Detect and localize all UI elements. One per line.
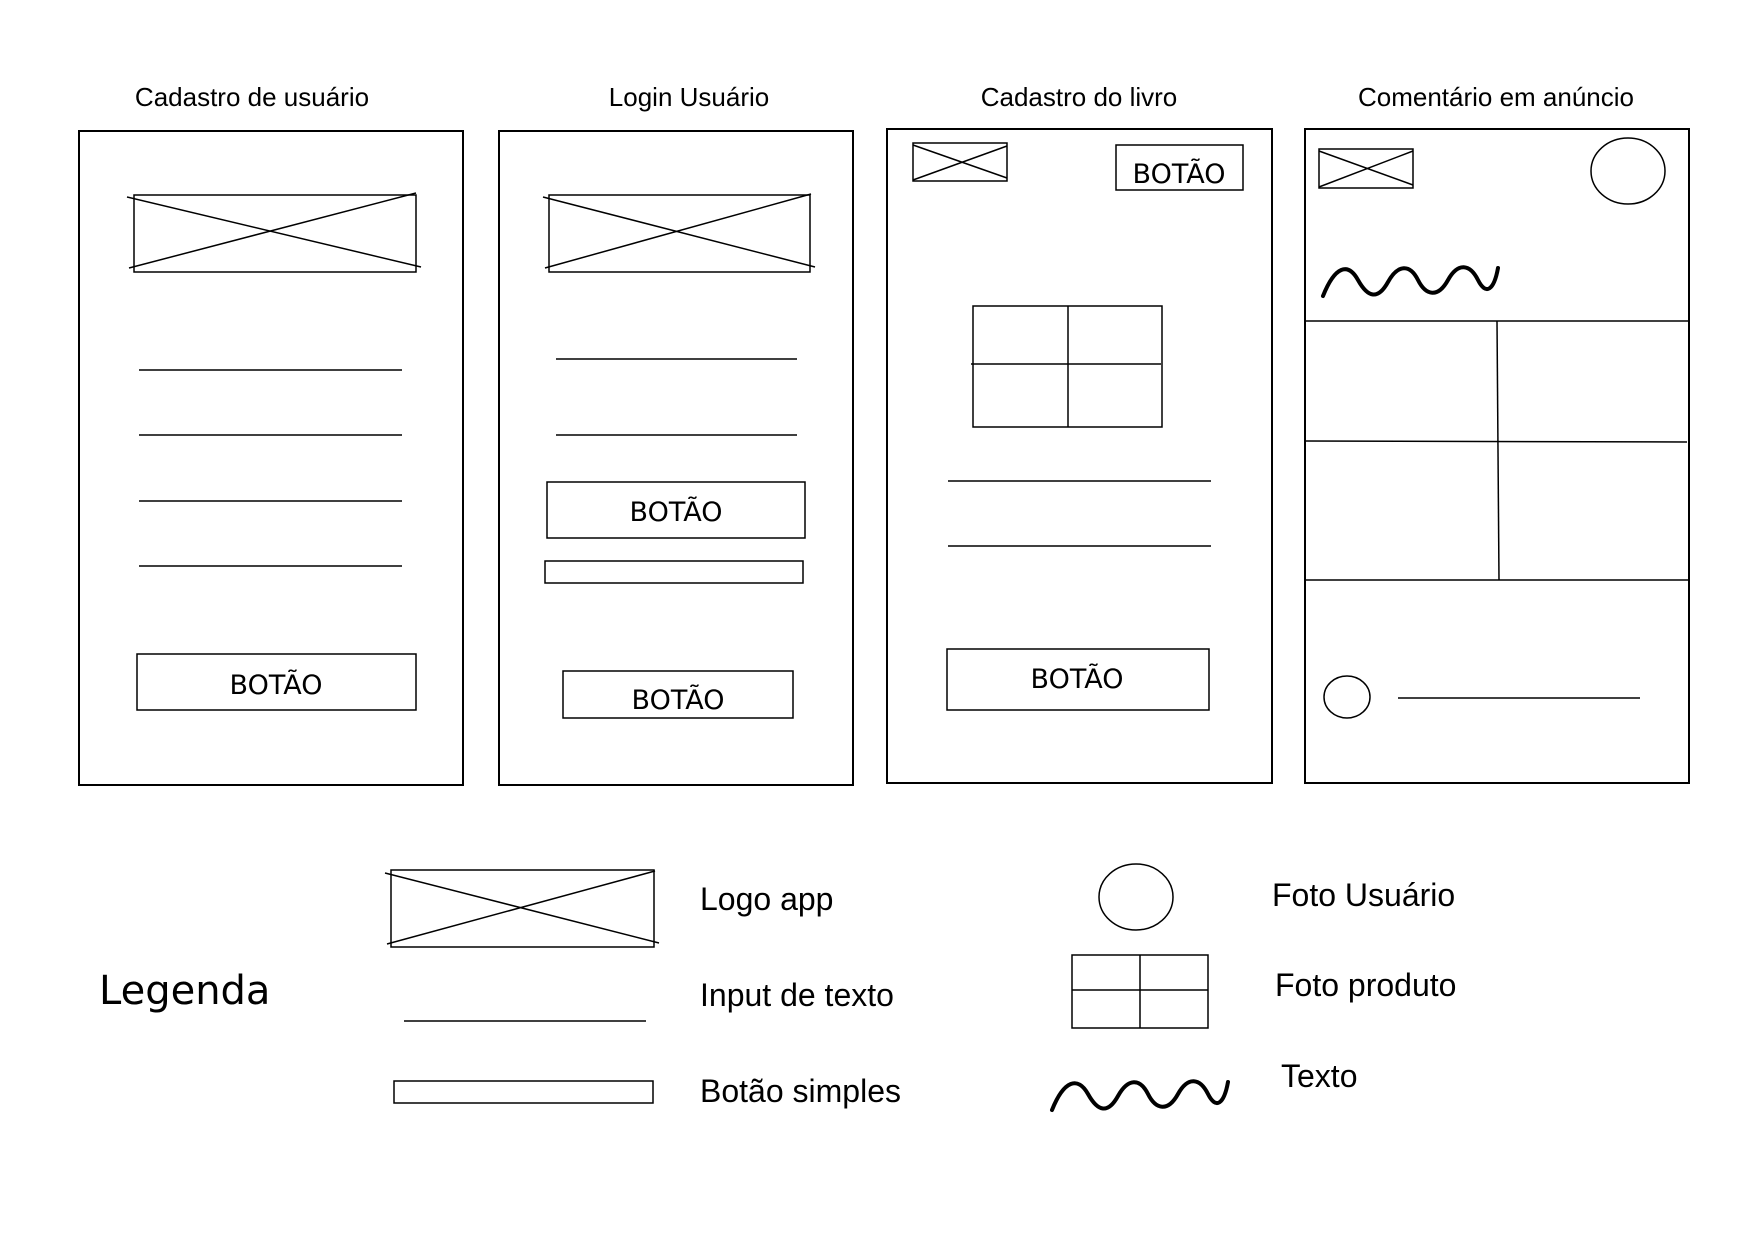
legend-label-logo: Logo app	[700, 881, 833, 917]
product-photo-grid-icon	[1071, 954, 1209, 1029]
legend-label-input: Input de texto	[700, 977, 894, 1013]
product-photo-grid-icon	[971, 305, 1163, 428]
product-photo-grid	[1304, 320, 1689, 581]
submit-button[interactable]: BOTÃO	[136, 653, 417, 711]
legend: Legenda Logo app Input de texto Botão si…	[99, 863, 1456, 1112]
user-photo-circle-icon	[1323, 675, 1371, 719]
button-label: BOTÃO	[632, 684, 725, 716]
logo-placeholder-icon	[126, 192, 422, 273]
top-button[interactable]: BOTÃO	[1115, 144, 1244, 191]
legend-label-text: Texto	[1281, 1058, 1357, 1094]
screen-title: Cadastro do livro	[981, 82, 1178, 112]
button-label: BOTÃO	[1133, 158, 1226, 190]
screen-title: Login Usuário	[609, 82, 769, 112]
legend-heading: Legenda	[99, 968, 270, 1014]
logo-placeholder-icon	[912, 142, 1008, 182]
phone-frame	[78, 130, 464, 786]
user-photo-circle-icon[interactable]	[1590, 137, 1666, 205]
text-wave-icon	[1321, 265, 1500, 298]
screen-cadastro-usuario: Cadastro de usuário BOTÃO	[78, 82, 464, 786]
user-photo-circle-icon	[1098, 863, 1174, 931]
logo-placeholder-icon	[542, 193, 816, 273]
screen-login-usuario: Login Usuário BOTÃO BOTÃO	[498, 82, 854, 786]
save-book-button[interactable]: BOTÃO	[946, 648, 1210, 711]
register-button[interactable]: BOTÃO	[562, 670, 794, 719]
text-wave-icon	[1050, 1079, 1230, 1112]
button-label: BOTÃO	[1031, 663, 1124, 695]
login-button[interactable]: BOTÃO	[546, 481, 806, 539]
phone-frame	[886, 128, 1273, 784]
screen-title: Cadastro de usuário	[135, 82, 369, 112]
phone-frame	[1304, 128, 1690, 784]
screen-cadastro-livro: Cadastro do livro BOTÃO BOTÃO	[886, 82, 1273, 784]
logo-placeholder-icon	[1318, 148, 1414, 189]
screen-comentario-anuncio: Comentário em anúncio	[1304, 82, 1690, 784]
simple-button[interactable]	[544, 560, 804, 584]
phone-frame	[498, 130, 854, 786]
legend-label-user-photo: Foto Usuário	[1272, 877, 1455, 913]
legend-label-product-photo: Foto produto	[1275, 967, 1456, 1003]
screen-title: Comentário em anúncio	[1358, 82, 1634, 112]
button-label: BOTÃO	[230, 669, 323, 701]
simple-button-icon	[393, 1080, 654, 1104]
logo-placeholder-icon	[384, 869, 660, 948]
button-label: BOTÃO	[630, 496, 723, 528]
comment-row	[1323, 675, 1640, 719]
legend-label-button: Botão simples	[700, 1073, 901, 1109]
